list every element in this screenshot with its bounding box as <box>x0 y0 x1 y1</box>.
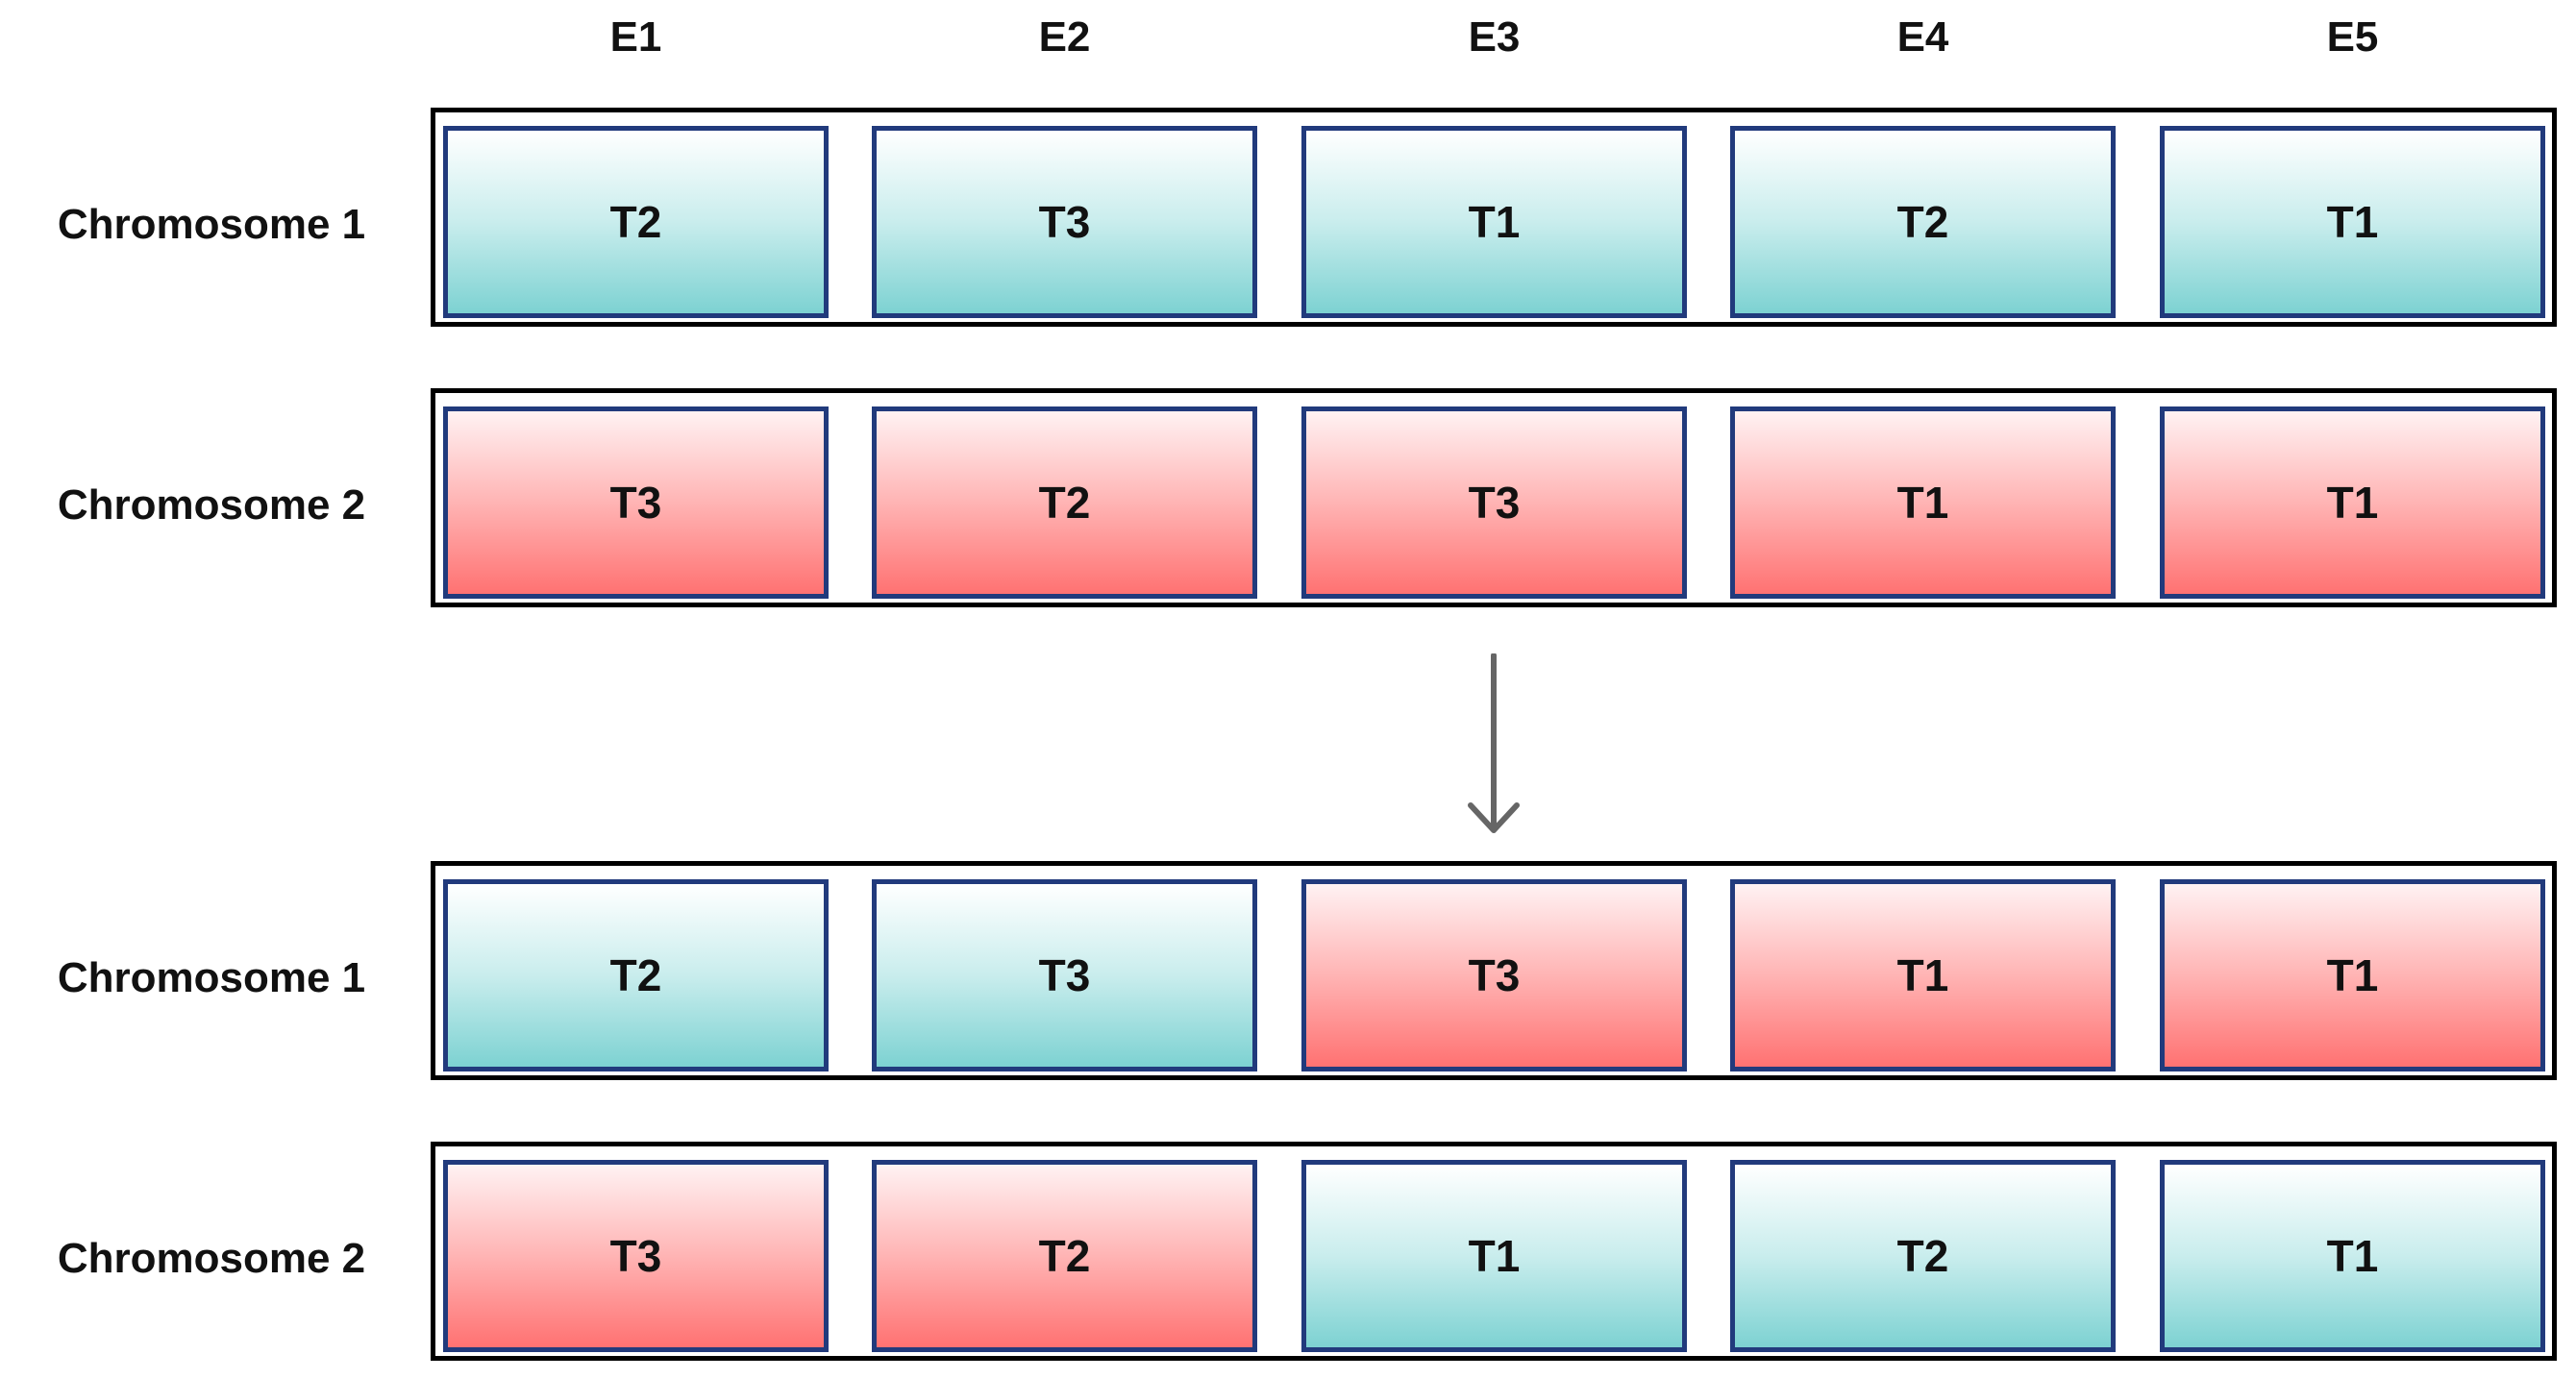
row-label-before-chromosome-1: Chromosome 1 <box>57 201 366 248</box>
chromosome-before-1: T2 T3 T1 T2 T1 <box>431 108 2557 327</box>
gene-box: T1 <box>1301 126 1687 318</box>
gene-box: T3 <box>872 879 1257 1071</box>
gene-box: T3 <box>443 406 829 599</box>
column-header-e4: E4 <box>1896 13 1949 61</box>
row-label-after-chromosome-2: Chromosome 2 <box>57 1235 366 1282</box>
gene-box: T3 <box>443 1160 829 1352</box>
gene-box: T1 <box>2160 406 2545 599</box>
gene-box: T2 <box>1730 1160 2116 1352</box>
gene-box: T1 <box>1730 879 2116 1071</box>
gene-box: T1 <box>2160 879 2545 1071</box>
gene-box: T3 <box>1301 406 1687 599</box>
gene-box: T2 <box>1730 126 2116 318</box>
row-label-after-chromosome-1: Chromosome 1 <box>57 954 366 1001</box>
gene-box: T2 <box>872 1160 1257 1352</box>
gene-box: T3 <box>1301 879 1687 1071</box>
chromosome-after-1: T2 T3 T3 T1 T1 <box>431 861 2557 1080</box>
row-label-before-chromosome-2: Chromosome 2 <box>57 481 366 529</box>
gene-box: T1 <box>2160 126 2545 318</box>
gene-box: T2 <box>872 406 1257 599</box>
gene-box: T1 <box>2160 1160 2545 1352</box>
gene-box: T1 <box>1730 406 2116 599</box>
gene-box: T3 <box>872 126 1257 318</box>
down-arrow-icon <box>1468 653 1520 833</box>
chromosome-after-2: T3 T2 T1 T2 T1 <box>431 1142 2557 1361</box>
gene-box: T2 <box>443 879 829 1071</box>
column-header-e1: E1 <box>609 13 662 61</box>
gene-box: T2 <box>443 126 829 318</box>
column-header-e2: E2 <box>1038 13 1091 61</box>
column-header-e5: E5 <box>2326 13 2379 61</box>
column-header-e3: E3 <box>1468 13 1521 61</box>
gene-box: T1 <box>1301 1160 1687 1352</box>
chromosome-before-2: T3 T2 T3 T1 T1 <box>431 388 2557 607</box>
